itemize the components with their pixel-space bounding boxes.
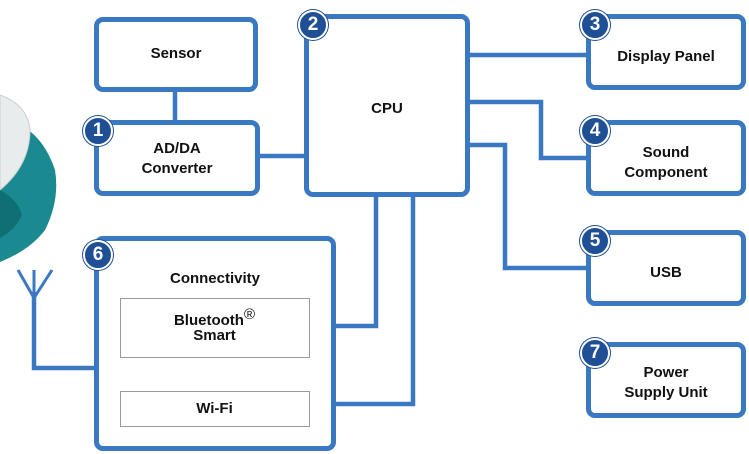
adda-block: AD/DA Converter — [94, 120, 260, 196]
display-panel-block: Display Panel — [586, 14, 746, 90]
sensor-label: Sensor — [150, 45, 202, 62]
cpu-block: CPU — [304, 14, 470, 197]
usb-block: USB — [586, 230, 746, 306]
badge-3: 3 — [580, 10, 610, 40]
adda-label: AD/DA Converter — [141, 140, 213, 177]
usb-label: USB — [650, 264, 682, 281]
sound-component-block: Sound Component — [586, 120, 746, 196]
badge-1: 1 — [83, 116, 113, 146]
sound-component-label: Sound Component — [624, 144, 708, 181]
bluetooth-label: Bluetooth® — [121, 305, 308, 331]
wifi-block: Wi-Fi — [120, 391, 310, 427]
connectivity-label: Connectivity — [169, 270, 260, 287]
sensor-block: Sensor — [94, 17, 258, 92]
power-supply-label: Power Supply Unit — [624, 364, 708, 401]
badge-7: 7 — [580, 338, 610, 368]
bluetooth-smart-label: Smart — [193, 327, 236, 344]
registered-mark: ® — [243, 306, 256, 323]
cpu-label: CPU — [371, 100, 403, 117]
antenna-icon — [16, 269, 54, 299]
display-panel-label: Display Panel — [617, 48, 715, 65]
badge-5: 5 — [580, 226, 610, 256]
cpu-wifi-line — [310, 196, 416, 407]
power-supply-block: Power Supply Unit — [586, 342, 746, 418]
badge-6: 6 — [83, 240, 113, 270]
bluetooth-smart-block: Bluetooth® Smart — [120, 298, 310, 358]
cpu-usb-line — [467, 142, 588, 271]
wifi-label: Wi-Fi — [196, 400, 233, 417]
bluetooth-text: Bluetooth — [173, 312, 244, 329]
badge-4: 4 — [580, 116, 610, 146]
badge-2: 2 — [298, 10, 328, 40]
antenna-line — [31, 292, 108, 371]
cpu-sound-line — [467, 99, 588, 161]
